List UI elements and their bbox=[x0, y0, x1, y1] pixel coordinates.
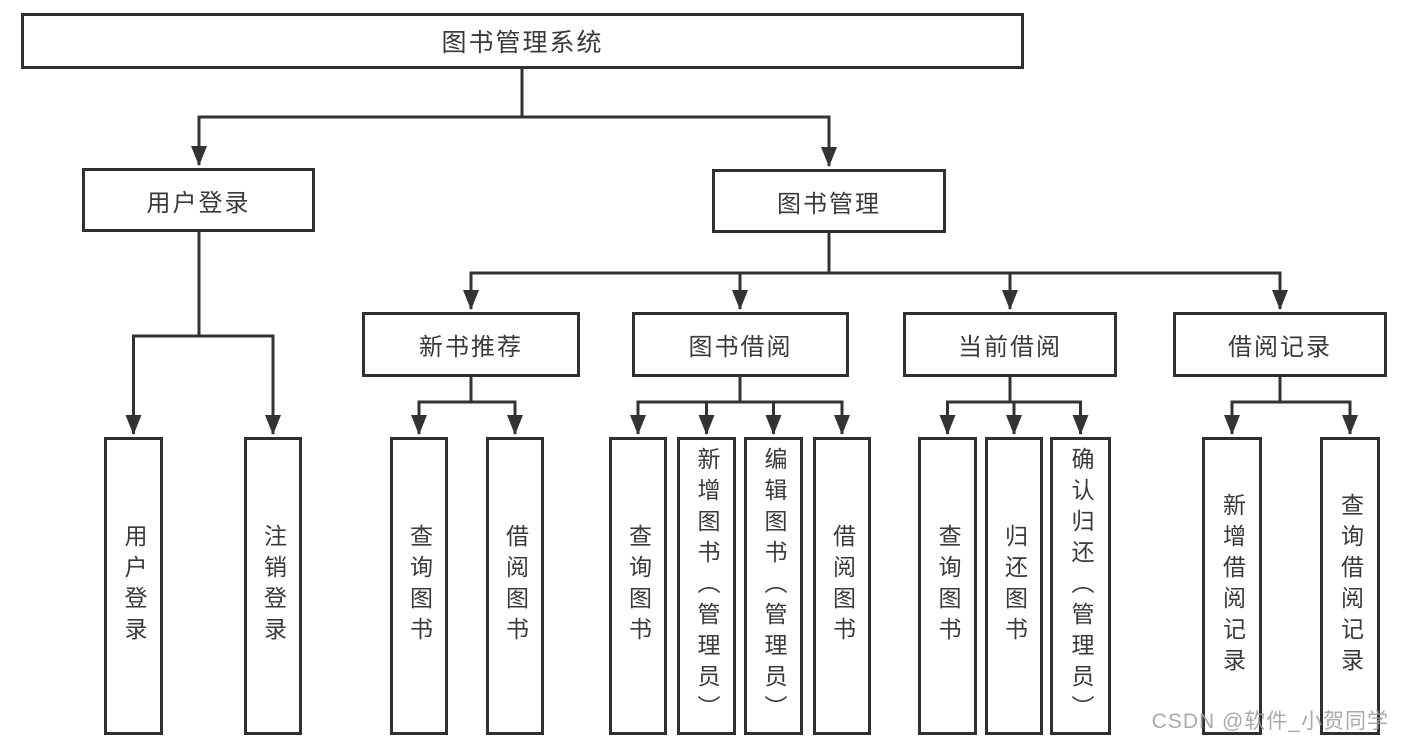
leaf-logout: 注销登录 bbox=[244, 437, 302, 735]
node-book-borrowing: 图书借阅 bbox=[632, 312, 849, 377]
leaf-cb-return-books: 归还图书 bbox=[985, 437, 1043, 735]
node-new-book-recommendation-label: 新书推荐 bbox=[419, 334, 523, 361]
leaf-br-query-record: 查询借阅记录 bbox=[1320, 437, 1380, 735]
leaf-br-add-record-label: 新增借阅记录 bbox=[1219, 493, 1246, 679]
leaf-nbr-query-books: 查询图书 bbox=[390, 437, 448, 735]
node-current-borrowing-label: 当前借阅 bbox=[958, 334, 1062, 361]
leaf-nbr-query-books-label: 查询图书 bbox=[406, 524, 433, 648]
leaf-cb-confirm-return-admin-label: 确认归还（管理员） bbox=[1068, 446, 1094, 726]
leaf-user-login-label: 用户登录 bbox=[121, 524, 147, 648]
leaf-nbr-borrow-books: 借阅图书 bbox=[486, 437, 544, 735]
node-root-system: 图书管理系统 bbox=[21, 13, 1024, 69]
node-borrowing-records-label: 借阅记录 bbox=[1228, 334, 1332, 361]
node-book-management: 图书管理 bbox=[712, 169, 946, 233]
leaf-nbr-borrow-books-label: 借阅图书 bbox=[502, 524, 529, 648]
leaf-cb-return-books-label: 归还图书 bbox=[1001, 524, 1028, 648]
csdn-watermark: CSDN @软件_小贺同学 bbox=[1151, 710, 1389, 733]
node-new-book-recommendation: 新书推荐 bbox=[362, 312, 580, 377]
node-user-login-label: 用户登录 bbox=[146, 189, 251, 217]
leaf-bb-borrow-books: 借阅图书 bbox=[813, 437, 871, 735]
leaf-bb-add-books-admin: 新增图书（管理员） bbox=[677, 437, 736, 735]
leaf-cb-confirm-return-admin: 确认归还（管理员） bbox=[1050, 437, 1111, 735]
leaf-bb-borrow-books-label: 借阅图书 bbox=[829, 524, 856, 648]
leaf-bb-edit-books-admin: 编辑图书（管理员） bbox=[744, 437, 803, 735]
leaf-user-login: 用户登录 bbox=[104, 437, 163, 735]
leaf-bb-query-books-label: 查询图书 bbox=[625, 524, 652, 648]
node-user-login: 用户登录 bbox=[82, 168, 315, 232]
leaf-br-query-record-label: 查询借阅记录 bbox=[1337, 493, 1364, 679]
node-root-label: 图书管理系统 bbox=[441, 29, 604, 57]
node-borrowing-records: 借阅记录 bbox=[1173, 312, 1387, 377]
node-book-management-label: 图书管理 bbox=[777, 190, 881, 218]
leaf-logout-label: 注销登录 bbox=[260, 524, 287, 648]
leaf-bb-edit-books-admin-label: 编辑图书（管理员） bbox=[761, 446, 787, 726]
leaf-cb-query-books-label: 查询图书 bbox=[935, 524, 961, 648]
node-current-borrowing: 当前借阅 bbox=[903, 312, 1117, 377]
leaf-cb-query-books: 查询图书 bbox=[918, 437, 977, 735]
node-book-borrowing-label: 图书借阅 bbox=[688, 334, 793, 361]
leaf-bb-query-books: 查询图书 bbox=[609, 437, 667, 735]
leaf-br-add-record: 新增借阅记录 bbox=[1202, 437, 1262, 735]
leaf-bb-add-books-admin-label: 新增图书（管理员） bbox=[694, 446, 720, 726]
